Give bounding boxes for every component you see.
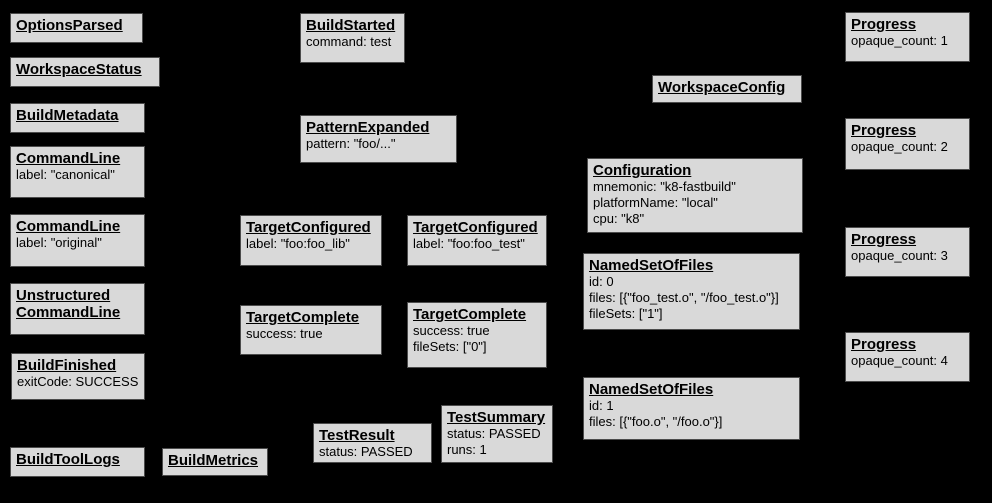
- node-title: Progress: [851, 231, 917, 248]
- node-title: TargetComplete: [246, 309, 360, 326]
- node-title: Configuration: [593, 162, 692, 179]
- node-detail: pattern: "foo/...": [306, 136, 396, 151]
- node-title: OptionsParsed: [16, 17, 123, 34]
- node-detail: opaque_count: 2: [851, 139, 948, 154]
- node-detail: label: "foo:foo_lib": [246, 236, 350, 251]
- node-detail: mnemonic: "k8-fastbuild": [593, 179, 736, 194]
- node-detail: label: "original": [16, 235, 102, 250]
- node-title: WorkspaceConfig: [658, 79, 786, 96]
- node-progress-1: Progress opaque_count: 1: [845, 12, 970, 62]
- node-test-summary: TestSummary status: PASSED runs: 1: [441, 405, 553, 463]
- node-title: NamedSetOfFiles: [589, 257, 714, 274]
- node-options-parsed: OptionsParsed: [10, 13, 143, 43]
- node-title: BuildStarted: [306, 17, 396, 34]
- node-detail: exitCode: SUCCESS: [17, 374, 139, 389]
- node-detail: fileSets: ["0"]: [413, 339, 487, 354]
- node-detail: label: "foo:foo_test": [413, 236, 525, 251]
- node-detail: opaque_count: 1: [851, 33, 948, 48]
- node-detail: cpu: "k8": [593, 211, 645, 226]
- node-named-set-of-files-1: NamedSetOfFiles id: 1 files: [{"foo.o", …: [583, 377, 800, 440]
- node-title: BuildToolLogs: [16, 451, 120, 468]
- node-detail: opaque_count: 3: [851, 248, 948, 263]
- node-build-tool-logs: BuildToolLogs: [10, 447, 145, 477]
- node-title: CommandLine: [16, 150, 121, 167]
- node-detail: id: 1: [589, 398, 614, 413]
- node-build-metadata: BuildMetadata: [10, 103, 145, 133]
- node-title: WorkspaceStatus: [16, 61, 142, 78]
- node-title: PatternExpanded: [306, 119, 430, 136]
- node-target-configured-lib: TargetConfigured label: "foo:foo_lib": [240, 215, 382, 266]
- node-detail: label: "canonical": [16, 167, 115, 182]
- node-title: NamedSetOfFiles: [589, 381, 714, 398]
- node-title: Progress: [851, 16, 917, 33]
- node-detail: fileSets: ["1"]: [589, 306, 663, 321]
- node-title: BuildMetadata: [16, 107, 119, 124]
- node-pattern-expanded: PatternExpanded pattern: "foo/...": [300, 115, 457, 163]
- node-progress-4: Progress opaque_count: 4: [845, 332, 970, 382]
- node-detail: runs: 1: [447, 442, 487, 457]
- node-unstructured-command-line: Unstructured CommandLine: [10, 283, 145, 335]
- node-detail: id: 0: [589, 274, 614, 289]
- node-title: TestSummary: [447, 409, 546, 426]
- node-detail: command: test: [306, 34, 392, 49]
- node-progress-2: Progress opaque_count: 2: [845, 118, 970, 170]
- node-detail: opaque_count: 4: [851, 353, 948, 368]
- node-detail: status: PASSED: [447, 426, 541, 441]
- node-title: BuildMetrics: [168, 452, 259, 469]
- node-workspace-config: WorkspaceConfig: [652, 75, 802, 103]
- node-test-result: TestResult status: PASSED: [313, 423, 432, 463]
- node-detail: files: [{"foo.o", "/foo.o"}]: [589, 414, 723, 429]
- node-build-finished: BuildFinished exitCode: SUCCESS: [11, 353, 145, 400]
- node-title: TargetConfigured: [413, 219, 538, 236]
- node-detail: status: PASSED: [319, 444, 413, 459]
- node-workspace-status: WorkspaceStatus: [10, 57, 160, 87]
- node-title: Unstructured CommandLine: [16, 287, 121, 321]
- node-build-started: BuildStarted command: test: [300, 13, 405, 63]
- node-target-complete-test: TargetComplete success: true fileSets: […: [407, 302, 547, 368]
- node-target-complete-lib: TargetComplete success: true: [240, 305, 382, 355]
- node-command-line-original: CommandLine label: "original": [10, 214, 145, 267]
- node-target-configured-test: TargetConfigured label: "foo:foo_test": [407, 215, 547, 266]
- node-named-set-of-files-0: NamedSetOfFiles id: 0 files: [{"foo_test…: [583, 253, 800, 330]
- node-title: TargetConfigured: [246, 219, 371, 236]
- node-title: BuildFinished: [17, 357, 117, 374]
- node-detail: success: true: [246, 326, 323, 341]
- node-progress-3: Progress opaque_count: 3: [845, 227, 970, 277]
- node-command-line-canonical: CommandLine label: "canonical": [10, 146, 145, 198]
- node-detail: files: [{"foo_test.o", "/foo_test.o"}]: [589, 290, 779, 305]
- node-title: CommandLine: [16, 218, 121, 235]
- node-title: Progress: [851, 336, 917, 353]
- node-title: Progress: [851, 122, 917, 139]
- node-detail: success: true: [413, 323, 490, 338]
- node-title: TestResult: [319, 427, 395, 444]
- node-detail: platformName: "local": [593, 195, 718, 210]
- node-configuration: Configuration mnemonic: "k8-fastbuild" p…: [587, 158, 803, 233]
- node-title: TargetComplete: [413, 306, 527, 323]
- node-build-metrics: BuildMetrics: [162, 448, 268, 476]
